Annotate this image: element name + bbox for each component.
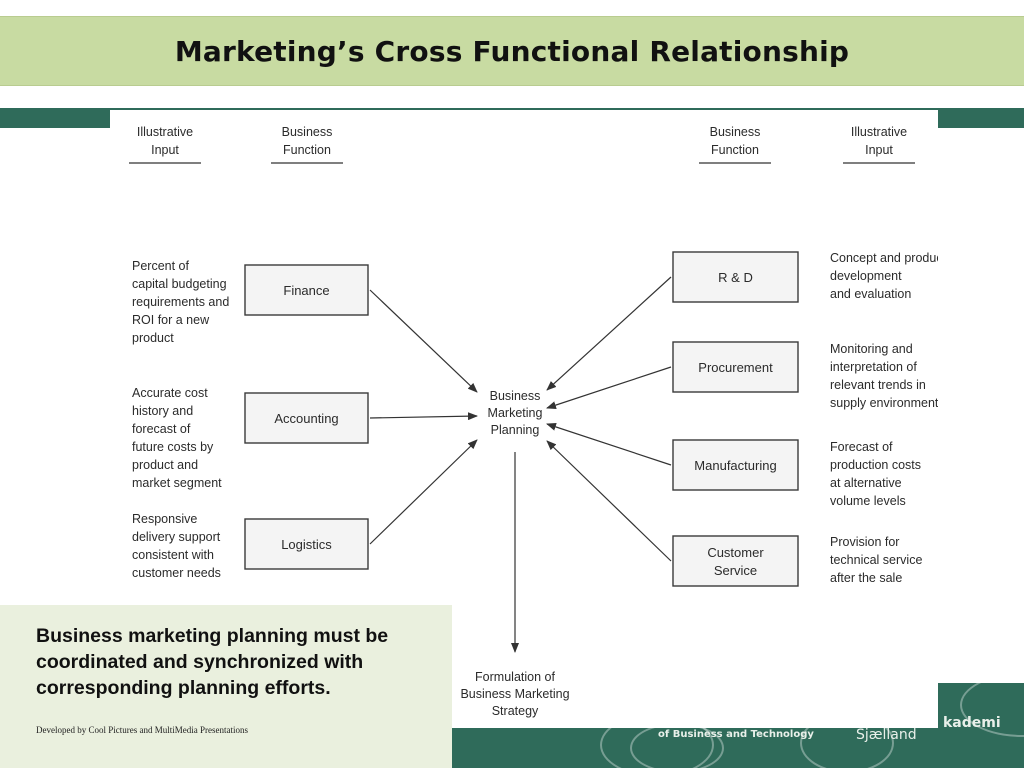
illustrative-input-line: at alternative [830,476,902,490]
illustrative-input-line: Forecast of [830,440,893,454]
illustrative-input-line: technical service [830,553,922,567]
title-bar: Marketing’s Cross Functional Relationshi… [0,16,1024,86]
function-box-customer-service [672,535,799,587]
column-header-right-input-line: Input [865,143,893,157]
function-box-manufacturing [672,439,799,491]
output-node-label-line: Formulation of [475,670,555,684]
illustrative-input-line: future costs by [132,440,214,454]
illustrative-input: Concept and product development and evalua… [830,251,938,301]
illustrative-input-line: customer needs [132,566,221,580]
slide-title: Marketing’s Cross Functional Relationshi… [174,34,850,68]
center-node-label-line: Planning [491,423,540,437]
arrow-to-center [546,440,672,562]
column-header-left-function-line: Function [283,143,331,157]
column-header-right-function-line: Business [710,125,761,139]
column-header-left-function-line: Business [282,125,333,139]
function-box-accounting [244,392,369,444]
illustrative-input-line: product and [132,458,198,472]
arrow-to-center [369,289,478,393]
function-label-line: Manufacturing [694,458,776,473]
center-node-label-line: Business [490,389,541,403]
column-header-right-input-line: Illustrative [851,125,907,139]
illustrative-input-line: development [830,269,902,283]
function-label: Manufacturing [694,458,776,473]
column-header-right-function-line: Function [711,143,759,157]
illustrative-input-line: production costs [830,458,921,472]
illustrative-input: Responsive delivery support consistent wit… [132,512,221,580]
function-label: Finance [283,283,329,298]
arrow-to-center [369,412,478,421]
illustrative-input-line: forecast of [132,422,191,436]
illustrative-input-line: ROI for a new [132,313,210,327]
illustrative-input-line: Provision for [830,535,899,549]
arrow-to-center [369,439,478,545]
arrow-to-center [546,276,672,391]
illustrative-input-line: and evaluation [830,287,911,301]
function-label-line: Accounting [274,411,338,426]
illustrative-input-line: capital budgeting [132,277,227,291]
illustrative-input-line: market segment [132,476,222,490]
function-label-line: Service [714,563,757,578]
illustrative-input: Provision for technical service after the … [830,535,922,585]
function-label-line: Procurement [698,360,773,375]
arrow-to-center [546,366,672,409]
function-box-r-d [672,251,799,303]
function-box-logistics [244,518,369,570]
function-label-line: Logistics [281,537,332,552]
illustrative-input-line: Accurate cost [132,386,208,400]
illustrative-input-line: after the sale [830,571,902,585]
credit-text: Developed by Cool Pictures and MultiMedi… [36,725,248,735]
illustrative-input-line: Responsive [132,512,197,526]
illustrative-input-line: supply environment [830,396,938,410]
column-header-left-input-line: Input [151,143,179,157]
function-label: Logistics [281,537,332,552]
footer-logo-line: of Business and Technology [658,729,814,740]
illustrative-input-line: interpretation of [830,360,917,374]
arrow-to-center [546,423,672,466]
function-box-finance [244,264,369,316]
illustrative-input-line: volume levels [830,494,906,508]
function-label-line: Finance [283,283,329,298]
function-label: R & D [718,270,753,285]
illustrative-input-line: requirements and [132,295,229,309]
function-label: Procurement [698,360,773,375]
illustrative-input-line: consistent with [132,548,214,562]
illustrative-input-line: product [132,331,174,345]
output-node-label-line: Strategy [492,704,539,718]
function-box-procurement [672,341,799,393]
callout-box: Business marketing planning must be coor… [0,605,452,768]
footer-logo-brand-far: kademi [943,715,1001,731]
column-header-left-input-line: Illustrative [137,125,193,139]
illustrative-input-line: Concept and product [830,251,938,265]
center-node-label-line: Marketing [488,406,543,420]
footer-logo-brand: Sjælland [856,727,917,743]
illustrative-input-line: Monitoring and [830,342,913,356]
illustrative-input-line: relevant trends in [830,378,926,392]
output-node-label-line: Business Marketing [460,687,569,701]
illustrative-input-line: delivery support [132,530,221,544]
illustrative-input: Percent of capital budgeting requirements … [132,259,229,345]
function-label-line: Customer [707,545,764,560]
illustrative-input-line: Percent of [132,259,190,273]
illustrative-input: Forecast of production costs at alternativ… [830,440,921,508]
illustrative-input: Accurate cost history and forecast of futur… [132,386,222,490]
illustrative-input-line: history and [132,404,193,418]
function-label: Accounting [274,411,338,426]
illustrative-input: Monitoring and interpretation of relevant … [830,342,938,410]
callout-text: Business marketing planning must be coor… [36,625,389,699]
function-label-line: R & D [718,270,753,285]
